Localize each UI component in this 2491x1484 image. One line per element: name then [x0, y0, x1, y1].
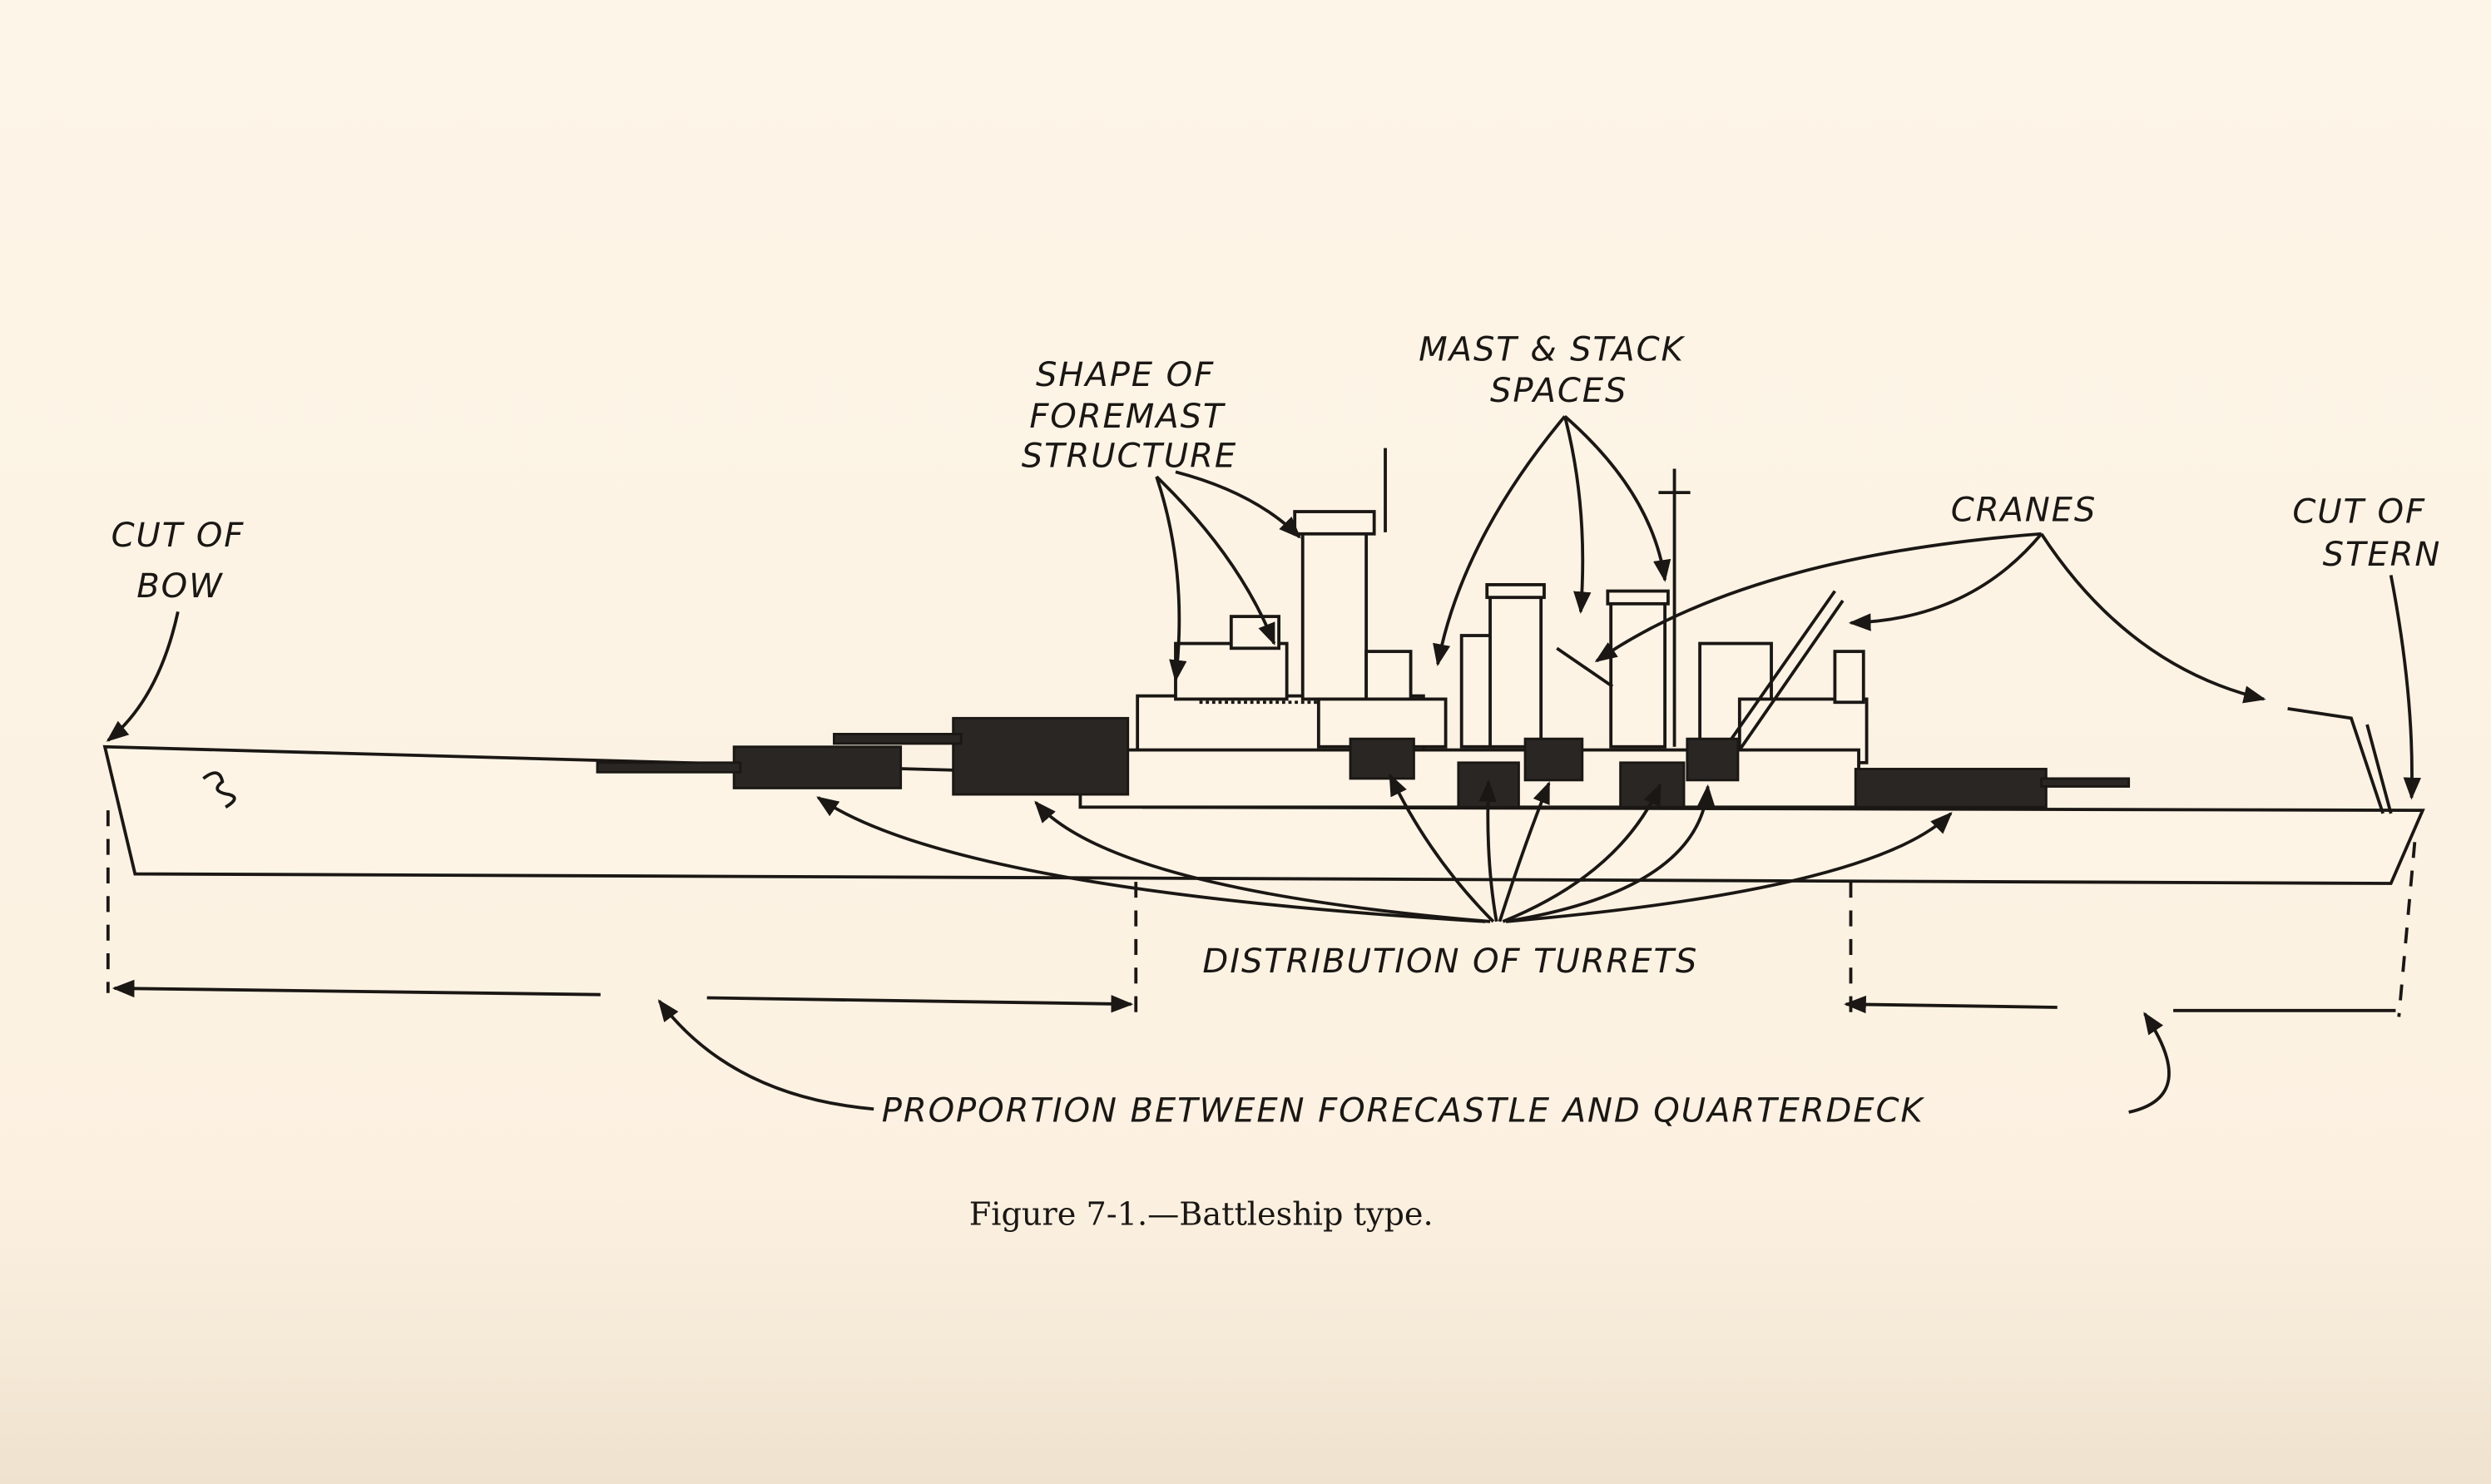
label-mast-stack-2: SPACES [1490, 372, 1627, 410]
turret-5 [1523, 737, 1584, 782]
label-foremast-3: STRUCTURE [1022, 438, 1237, 476]
label-mast-stack-1: MAST & STACK [1419, 331, 1685, 369]
label-foremast-2: FOREMAST [1029, 398, 1226, 436]
gun-2 [833, 733, 963, 745]
gun-8 [2040, 777, 2131, 788]
label-cut-of-stern-1: CUT OF [2292, 492, 2426, 531]
turret-7 [1686, 737, 1740, 782]
label-cranes: CRANES [1951, 491, 2097, 529]
label-proportion: PROPORTION BETWEEN FORECASTLE AND QUARTE… [882, 1091, 1925, 1130]
label-cut-of-stern-2: STERN [2323, 536, 2442, 574]
label-foremast-1: SHAPE OF [1036, 356, 1215, 394]
turret-1 [732, 745, 903, 789]
caption-text: —Battleship type. [1147, 1197, 1434, 1234]
gun-1 [596, 761, 742, 774]
annotation-arrows [106, 414, 2421, 1114]
label-distribution-of-turrets: DISTRIBUTION OF TURRETS [1202, 942, 1698, 981]
label-cut-of-bow-1: CUT OF [111, 517, 245, 555]
anchor-icon [202, 771, 236, 809]
turret-3 [1349, 737, 1415, 780]
turret-8 [1854, 768, 2048, 809]
figure-caption: Figure 7-1.—Battleship type. [969, 1197, 1434, 1234]
turrets [596, 716, 2131, 809]
caption-prefix: Figure 7-1. [969, 1197, 1147, 1234]
turret-2 [952, 716, 1130, 796]
label-cut-of-bow-2: BOW [136, 567, 223, 606]
dimension-lines [106, 810, 2417, 1025]
